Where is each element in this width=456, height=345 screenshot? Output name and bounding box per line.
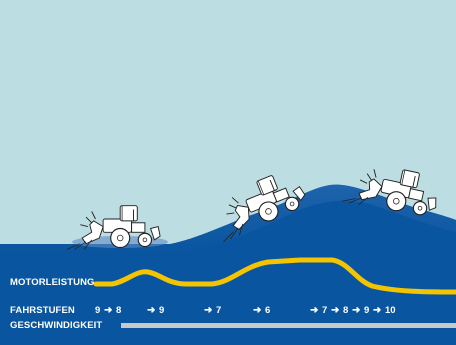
gear-value: 9	[95, 305, 101, 316]
engine-power-label: MOTORLEISTUNG	[10, 277, 95, 288]
right-arrow-icon: ➜	[330, 305, 340, 316]
gear-value: 9	[159, 305, 165, 316]
engine-power-curve	[93, 257, 456, 295]
gear-value: 9	[363, 305, 370, 316]
right-arrow-icon: ➜	[147, 305, 156, 316]
gear-stages-label: FAHRSTUFEN	[10, 305, 75, 316]
right-arrow-icon: ➜	[372, 305, 382, 316]
right-arrow-icon: ➜	[204, 305, 213, 316]
gear-group-2: ➜ 9	[146, 305, 164, 316]
gear-group-1: 9 ➜ 8	[95, 305, 121, 316]
gear-value: 10	[384, 305, 396, 316]
terrain-surface-shade	[0, 184, 456, 252]
gear-value: 7	[322, 305, 328, 316]
right-arrow-icon: ➜	[103, 305, 113, 316]
speed-bar	[121, 323, 456, 328]
gear-value: 6	[265, 305, 271, 316]
gear-value: 8	[343, 305, 349, 316]
gear-group-3: ➜ 7	[203, 305, 221, 316]
right-arrow-icon: ➜	[351, 305, 361, 316]
right-arrow-icon: ➜	[253, 305, 262, 316]
right-arrow-icon: ➜	[310, 305, 319, 316]
terrain-ground	[0, 184, 456, 345]
gear-value: 8	[115, 305, 122, 316]
gear-group-5: ➜ 7 ➜ 8 ➜ 9 ➜ 10	[309, 305, 396, 316]
gear-value: 7	[216, 305, 222, 316]
gear-group-4: ➜ 6	[252, 305, 270, 316]
speed-label: GESCHWINDIGKEIT	[10, 320, 103, 331]
